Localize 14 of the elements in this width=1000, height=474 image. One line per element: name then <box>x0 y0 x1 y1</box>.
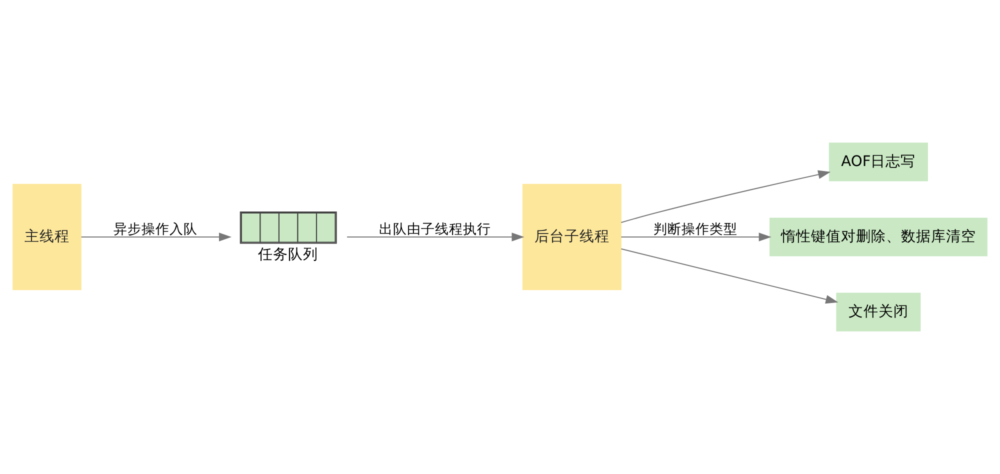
arrow <box>621 232 772 242</box>
node-box: AOF日志写 <box>828 142 928 182</box>
edge-label: 异步操作入队 <box>113 221 198 238</box>
node-box: 文件关闭 <box>836 292 921 332</box>
node-box: 惰性键值对删除、数据库清空 <box>770 218 988 256</box>
node-box: 主线程 <box>12 184 82 290</box>
edge-label: 判断操作类型 <box>653 221 738 238</box>
node-box: 后台子线程 <box>522 184 622 290</box>
arrow <box>347 232 524 242</box>
arrow <box>621 170 831 223</box>
edge-label: 出队由子线程执行 <box>378 221 491 238</box>
node-label: 任务队列 <box>258 246 318 264</box>
arrow <box>621 248 838 304</box>
arrow <box>81 232 232 242</box>
